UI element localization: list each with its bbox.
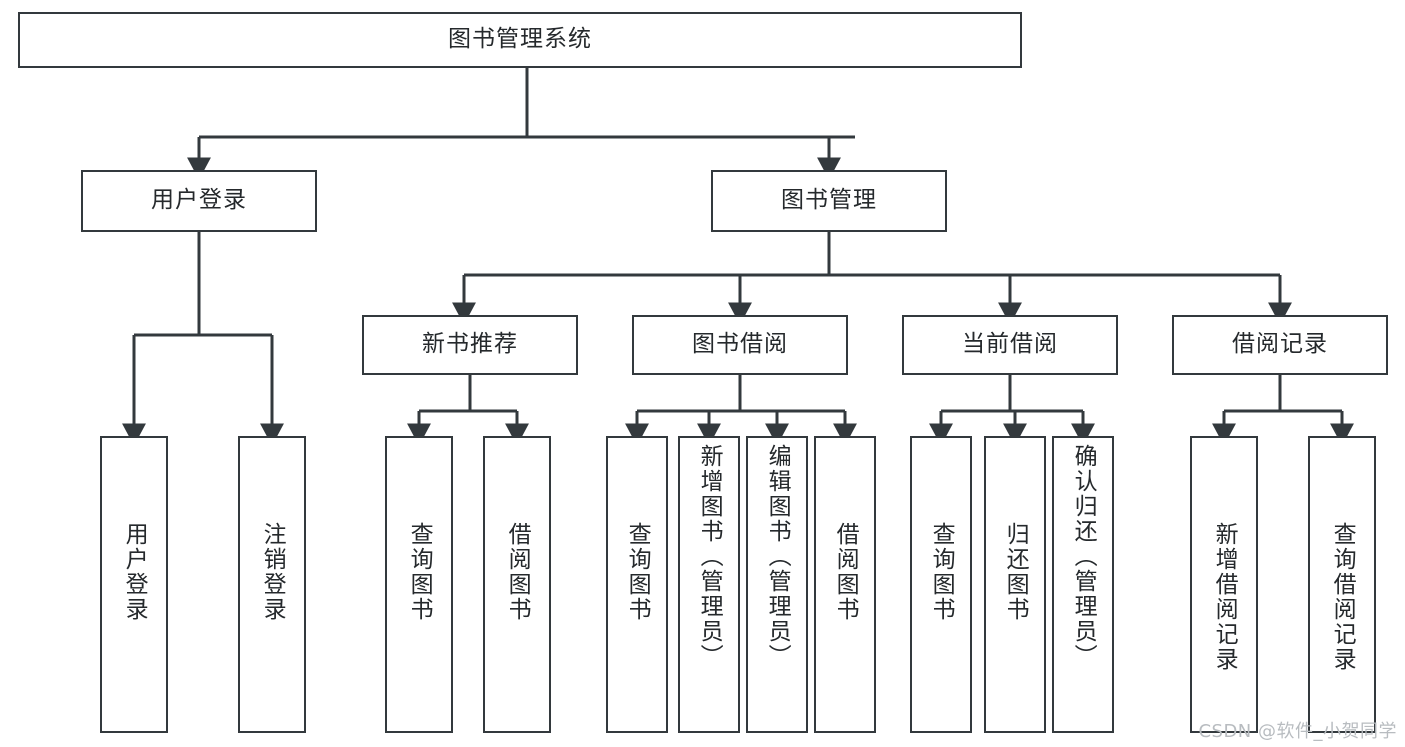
node-leaf-confirm-return[interactable]: 确认归还（管理员） — [1052, 436, 1114, 733]
node-leaf-borrow-book-2-label: 借阅图书 — [832, 522, 859, 622]
node-leaf-user-logout-label: 注销登录 — [259, 522, 286, 622]
node-user-login-label: 用户登录 — [151, 187, 247, 214]
node-new-book-rec[interactable]: 新书推荐 — [362, 315, 578, 375]
node-leaf-return-book-label: 归还图书 — [1002, 522, 1029, 622]
node-leaf-add-book-label: 新增图书（管理员） — [696, 444, 723, 669]
node-leaf-user-login[interactable]: 用户登录 — [100, 436, 168, 733]
node-leaf-query-book-3[interactable]: 查询图书 — [910, 436, 972, 733]
node-leaf-query-record-label: 查询借阅记录 — [1329, 522, 1356, 672]
node-current-borrow-label: 当前借阅 — [962, 331, 1058, 358]
node-leaf-confirm-return-label: 确认归还（管理员） — [1070, 444, 1097, 669]
node-leaf-query-book-1-label: 查询图书 — [406, 522, 433, 622]
node-leaf-user-logout[interactable]: 注销登录 — [238, 436, 306, 733]
node-borrow-record[interactable]: 借阅记录 — [1172, 315, 1388, 375]
node-leaf-query-book-3-label: 查询图书 — [928, 522, 955, 622]
node-current-borrow[interactable]: 当前借阅 — [902, 315, 1118, 375]
node-book-manage[interactable]: 图书管理 — [711, 170, 947, 232]
node-book-borrow[interactable]: 图书借阅 — [632, 315, 848, 375]
node-leaf-add-book[interactable]: 新增图书（管理员） — [678, 436, 740, 733]
node-borrow-record-label: 借阅记录 — [1232, 331, 1328, 358]
node-leaf-borrow-book-1[interactable]: 借阅图书 — [483, 436, 551, 733]
node-user-login[interactable]: 用户登录 — [81, 170, 317, 232]
node-leaf-return-book[interactable]: 归还图书 — [984, 436, 1046, 733]
node-leaf-user-login-label: 用户登录 — [121, 522, 148, 622]
node-root-label: 图书管理系统 — [448, 26, 592, 53]
node-leaf-query-book-2-label: 查询图书 — [624, 522, 651, 622]
node-leaf-query-book-2[interactable]: 查询图书 — [606, 436, 668, 733]
node-leaf-borrow-book-1-label: 借阅图书 — [504, 522, 531, 622]
node-leaf-add-record[interactable]: 新增借阅记录 — [1190, 436, 1258, 733]
node-new-book-rec-label: 新书推荐 — [422, 331, 518, 358]
node-leaf-edit-book-label: 编辑图书（管理员） — [764, 444, 791, 669]
node-leaf-edit-book[interactable]: 编辑图书（管理员） — [746, 436, 808, 733]
node-leaf-borrow-book-2[interactable]: 借阅图书 — [814, 436, 876, 733]
node-root[interactable]: 图书管理系统 — [18, 12, 1022, 68]
node-leaf-add-record-label: 新增借阅记录 — [1211, 522, 1238, 672]
node-leaf-query-record[interactable]: 查询借阅记录 — [1308, 436, 1376, 733]
node-book-borrow-label: 图书借阅 — [692, 331, 788, 358]
node-book-manage-label: 图书管理 — [781, 187, 877, 214]
node-leaf-query-book-1[interactable]: 查询图书 — [385, 436, 453, 733]
